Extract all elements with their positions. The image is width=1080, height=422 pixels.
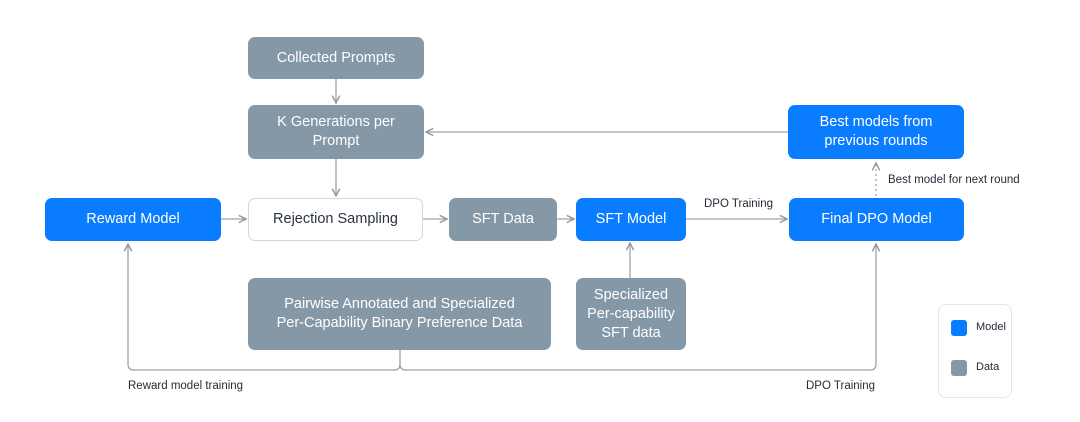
node-sft-model: SFT Model — [576, 198, 686, 241]
legend: Model Data — [938, 304, 1012, 398]
node-collected-prompts: Collected Prompts — [248, 37, 424, 79]
node-final-dpo-model: Final DPO Model — [789, 198, 964, 241]
label-reward-model-training: Reward model training — [128, 380, 244, 392]
node-rejection-sampling: Rejection Sampling — [248, 198, 423, 241]
node-k-generations: K Generations per Prompt — [248, 105, 424, 159]
legend-data-label: Data — [976, 361, 1000, 373]
node-best-models: Best models from previous rounds — [788, 105, 964, 159]
label-best-model-next-round: Best model for next round — [888, 174, 1020, 186]
node-specialized-sft-data: Specialized Per-capability SFT data — [576, 278, 686, 350]
node-sft-data: SFT Data — [449, 198, 557, 241]
node-pairwise-preference-data: Pairwise Annotated and Specialized Per-C… — [248, 278, 551, 350]
label-dpo-training-bottom: DPO Training — [806, 380, 876, 392]
legend-model-label: Model — [976, 321, 1006, 333]
legend-data-swatch — [951, 360, 967, 376]
legend-model-swatch — [951, 320, 967, 336]
label-dpo-training-top: DPO Training — [704, 198, 774, 210]
edge-pairwise-to-final — [399, 244, 876, 371]
node-reward-model: Reward Model — [45, 198, 221, 241]
